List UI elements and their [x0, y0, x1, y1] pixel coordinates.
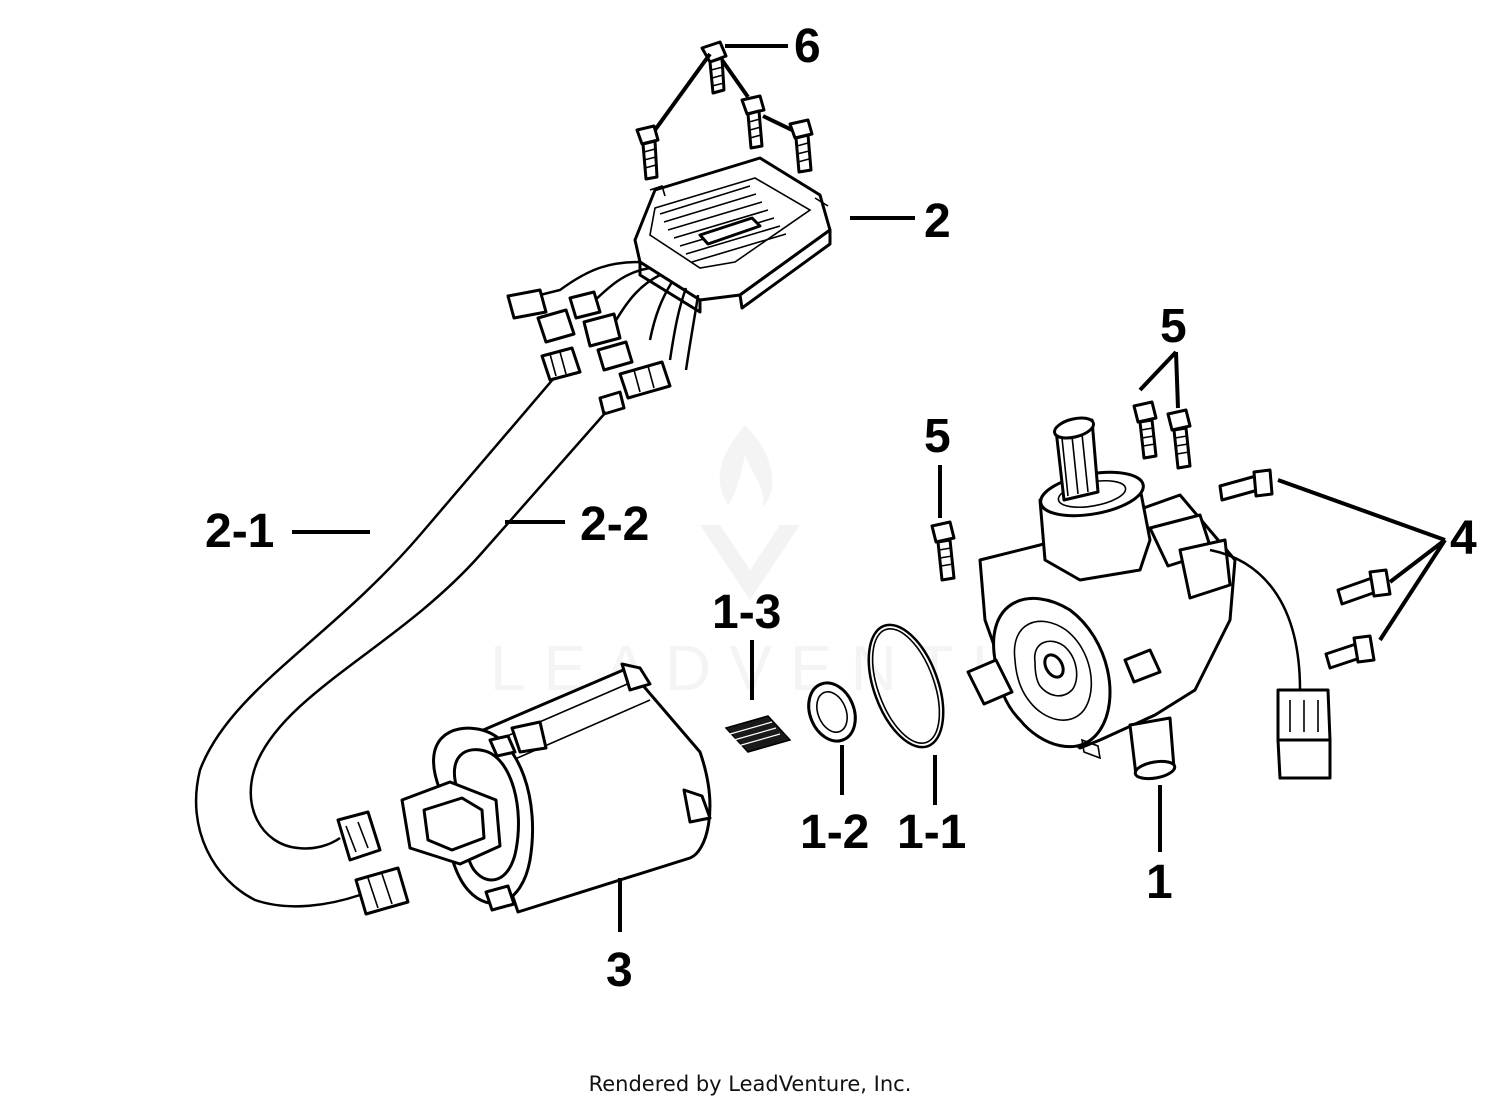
- bolt-5c: [930, 520, 956, 582]
- bolt-5b: [1166, 408, 1192, 470]
- callout-1: 1: [1146, 856, 1173, 909]
- callout-6: 6: [794, 20, 821, 73]
- controller-module-part-2: [506, 156, 832, 416]
- leader-lines: [292, 44, 1447, 932]
- bolts-part-5: [930, 400, 1192, 582]
- callout-1-1: 1-1: [897, 806, 966, 859]
- bolt-4a: [1218, 468, 1274, 502]
- callout-labels: 6 2 5 5 4 2-1 2-2 1-3 1-2 1-1 1 3: [205, 20, 1477, 997]
- wire-harness-2-2: [249, 411, 607, 850]
- callout-1-3: 1-3: [712, 586, 781, 639]
- callout-2: 2: [924, 195, 951, 248]
- callout-4: 4: [1450, 512, 1477, 565]
- bolt-4c: [1324, 634, 1376, 670]
- bolts-part-4: [1218, 468, 1392, 670]
- bolt-6c: [635, 124, 660, 181]
- callout-5-top: 5: [1160, 300, 1187, 353]
- bolt-6a: [700, 40, 728, 95]
- coupler-part-1-3: [724, 715, 792, 753]
- callout-2-1: 2-1: [205, 505, 274, 558]
- gearbox-part-1: [966, 416, 1332, 781]
- bolt-6d: [788, 118, 814, 174]
- rendered-by-credit: Rendered by LeadVenture, Inc.: [589, 1072, 912, 1096]
- bolts-part-6: [635, 40, 814, 181]
- callout-2-2: 2-2: [580, 498, 649, 551]
- washer-part-1-2: [807, 681, 857, 743]
- callout-3: 3: [606, 944, 633, 997]
- bolt-4b: [1336, 568, 1392, 606]
- bolt-5a: [1132, 400, 1158, 460]
- bolt-6b: [740, 94, 766, 150]
- callout-5-middle: 5: [924, 410, 951, 463]
- motor-part-3: [336, 662, 712, 916]
- callout-1-2: 1-2: [800, 806, 869, 859]
- o-ring-part-1-1: [867, 623, 945, 749]
- wire-harness-2-1: [194, 377, 555, 908]
